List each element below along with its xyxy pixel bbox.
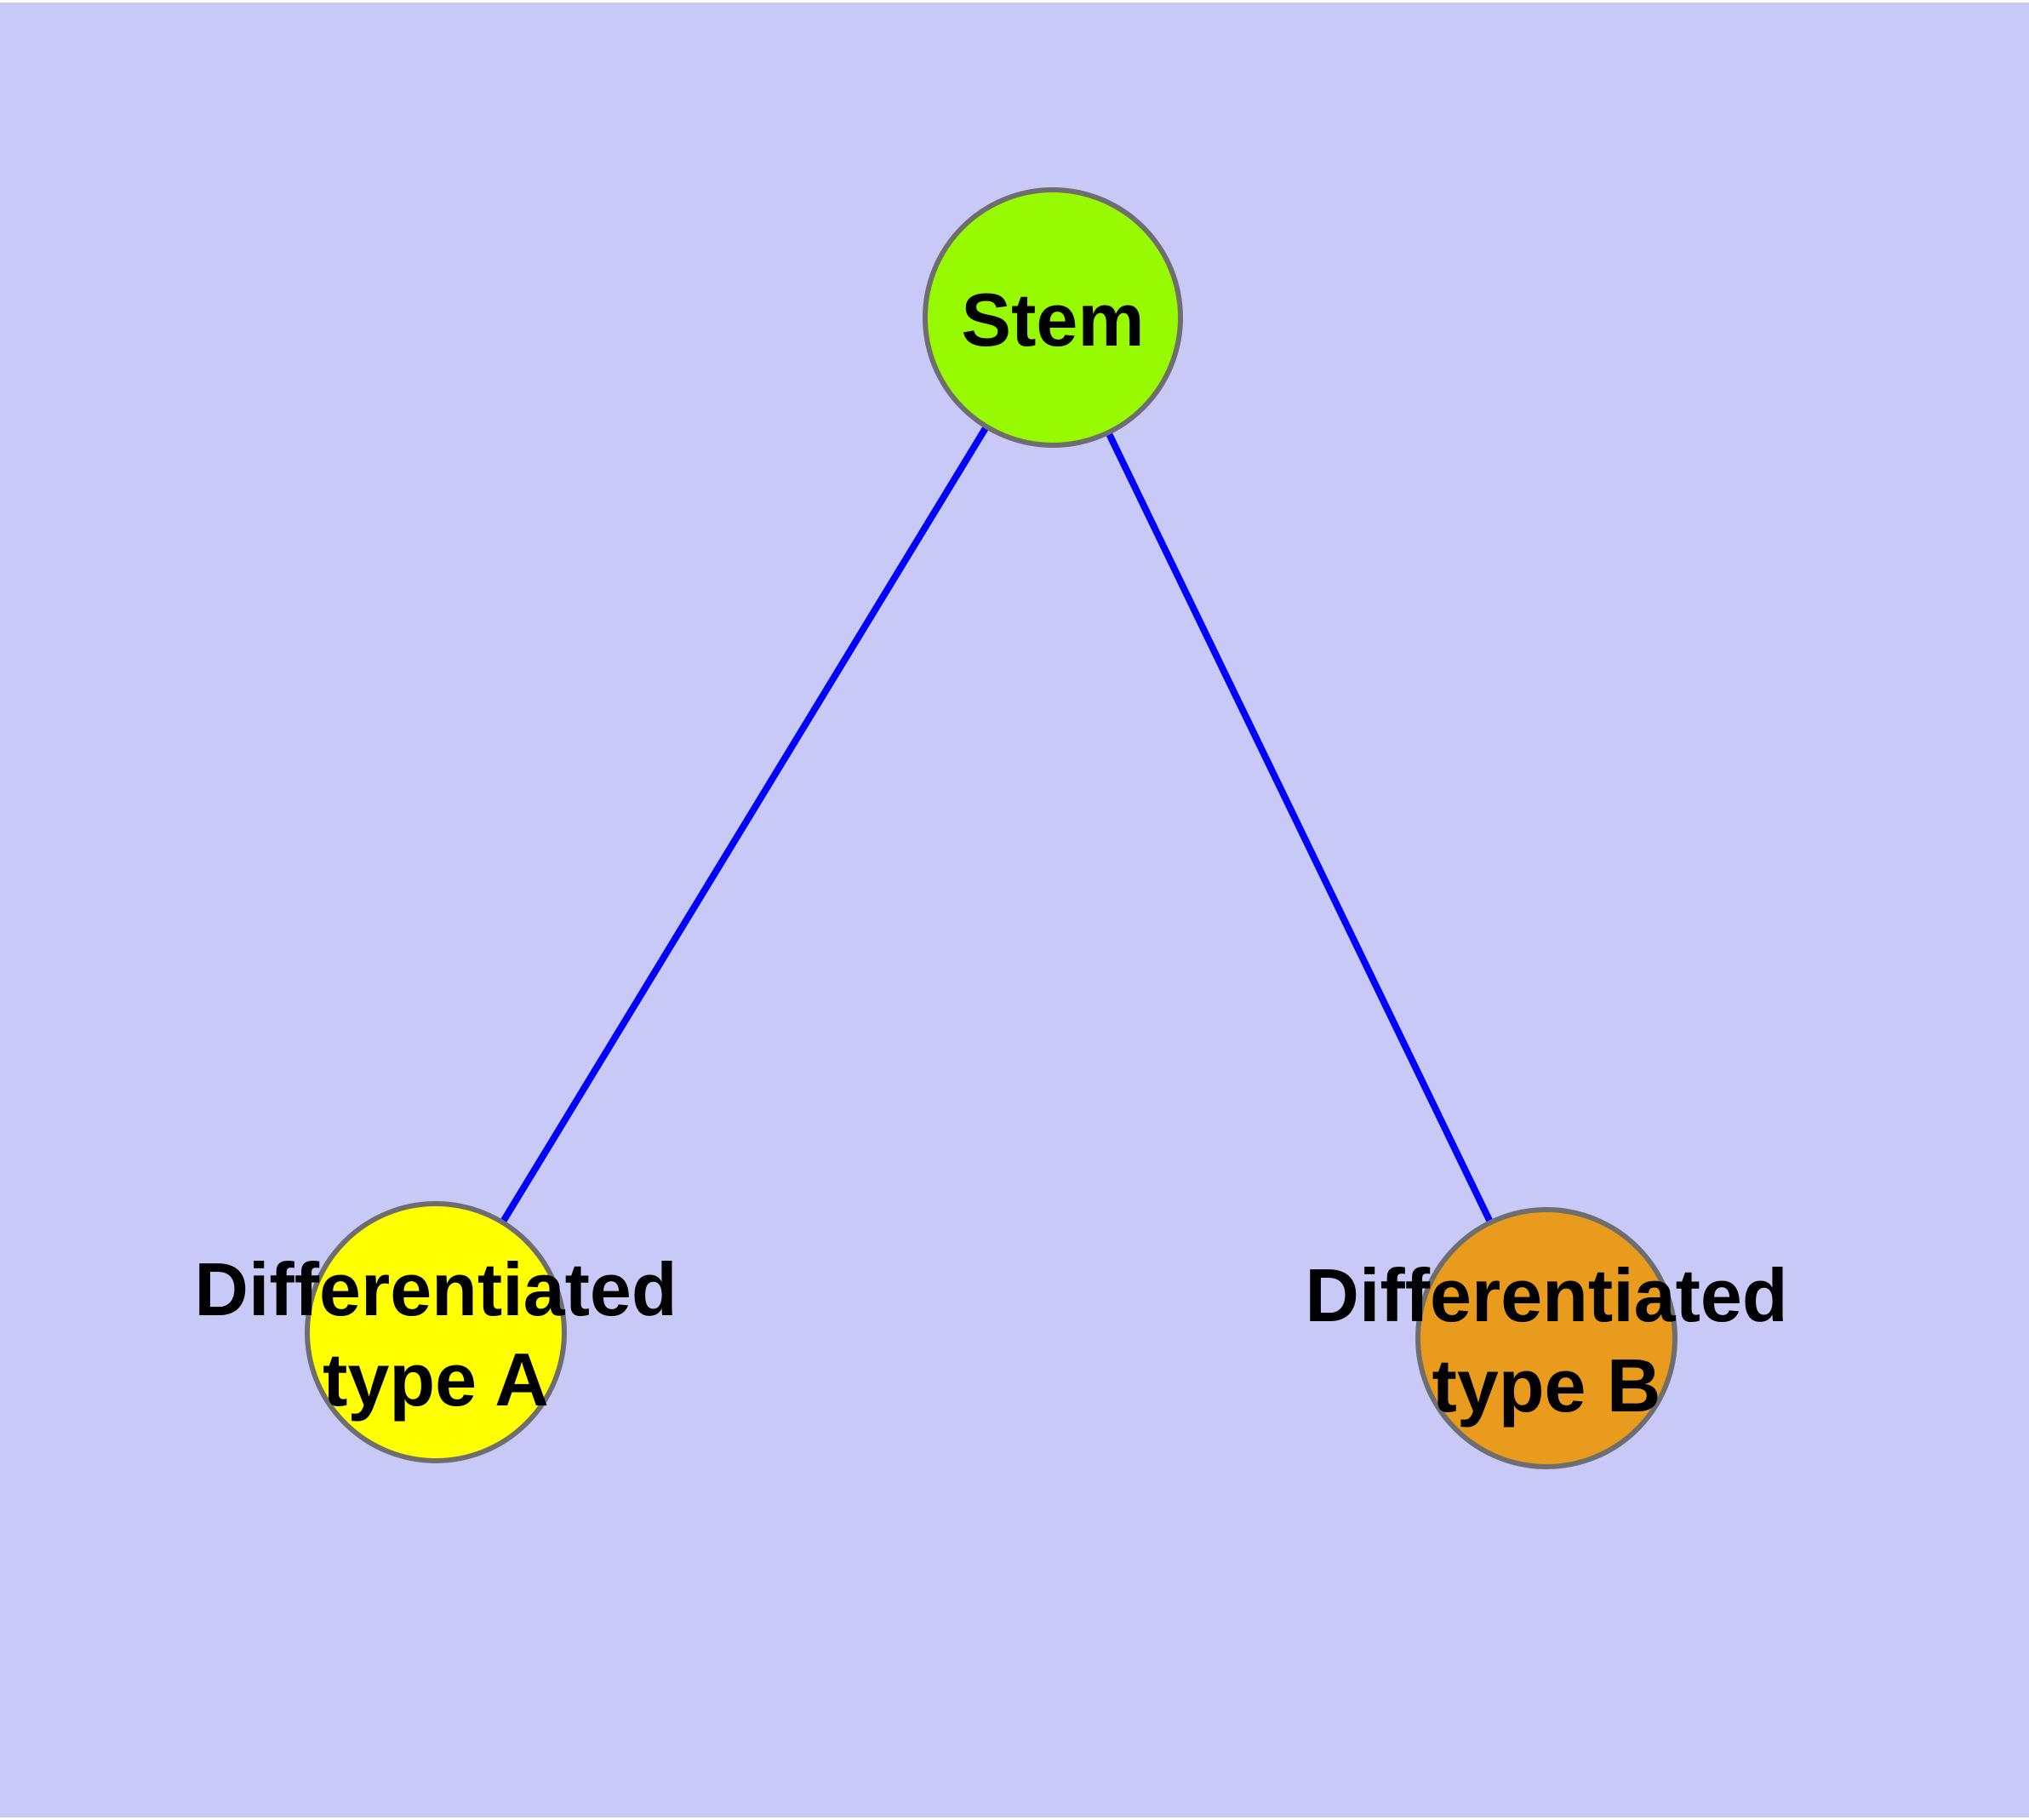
node-differentiated-type-a-circle xyxy=(305,1201,567,1463)
node-stem-circle xyxy=(923,187,1183,448)
node-differentiated-type-b-circle xyxy=(1415,1207,1677,1469)
edge-stem-to-differentiated-type-b xyxy=(1049,316,1550,1340)
node-stem-label: Stem xyxy=(961,278,1144,362)
edge-stem-to-differentiated-type-a xyxy=(432,315,1056,1335)
